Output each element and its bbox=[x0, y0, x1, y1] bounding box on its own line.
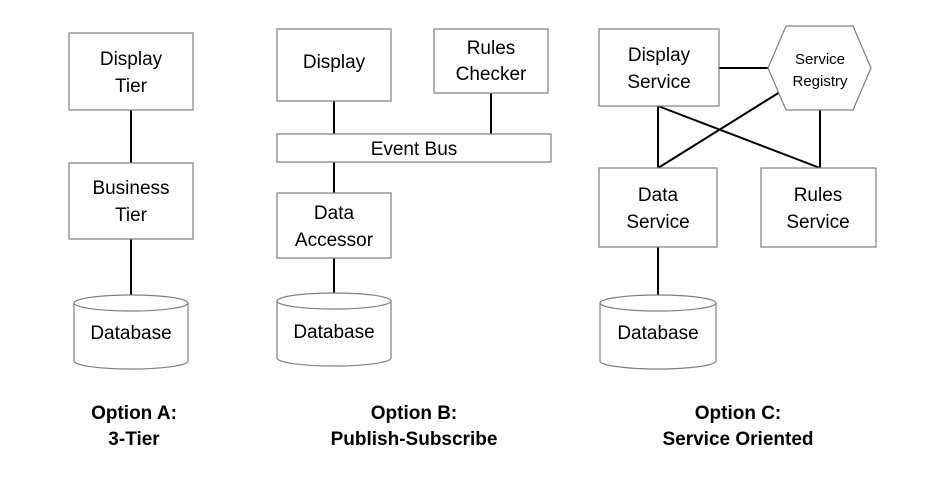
database-b-label: Database bbox=[293, 322, 374, 343]
database-c-cylinder: Database bbox=[599, 294, 717, 370]
business-tier-label-line1: Business bbox=[92, 178, 169, 199]
rules-checker-label-line1: Rules bbox=[467, 38, 516, 59]
display-tier-label-line1: Display bbox=[100, 49, 163, 70]
option-c-diagram: Display Service Service Registry Data Se… bbox=[598, 25, 877, 450]
display-service-box: Display Service bbox=[598, 28, 720, 107]
service-registry-label-line1: Service bbox=[795, 51, 845, 68]
service-registry-label-line2: Registry bbox=[792, 73, 848, 90]
option-b-caption-subtitle: Publish-Subscribe bbox=[331, 429, 498, 450]
display-tier-label-line2: Tier bbox=[115, 76, 148, 97]
option-a-caption-subtitle: 3-Tier bbox=[108, 429, 160, 450]
rules-checker-label-line2: Checker bbox=[456, 64, 527, 85]
database-b-cylinder: Database bbox=[276, 292, 392, 367]
data-accessor-label-line2: Accessor bbox=[295, 230, 374, 251]
option-b-diagram: Display Rules Checker Event Bus Data Acc… bbox=[276, 28, 552, 450]
data-service-label-line2: Service bbox=[626, 212, 689, 233]
option-a-caption-title: Option A: bbox=[91, 403, 177, 424]
display-label: Display bbox=[303, 52, 366, 73]
rules-service-label-line1: Rules bbox=[794, 185, 843, 206]
rules-service-box: Rules Service bbox=[760, 167, 877, 248]
display-service-label-line1: Display bbox=[628, 45, 691, 66]
display-box: Display bbox=[276, 28, 392, 102]
rules-service-label-line2: Service bbox=[786, 212, 849, 233]
option-a-diagram: Display Tier Business Tier Database Opti… bbox=[68, 32, 194, 450]
display-service-label-line2: Service bbox=[627, 72, 690, 93]
option-b-caption-title: Option B: bbox=[371, 403, 458, 424]
business-tier-label-line2: Tier bbox=[115, 205, 148, 226]
connector-display-rules bbox=[657, 105, 821, 169]
display-tier-box: Display Tier bbox=[68, 32, 194, 111]
rules-checker-box: Rules Checker bbox=[433, 28, 549, 94]
database-a-cylinder: Database bbox=[73, 294, 189, 370]
database-c-label: Database bbox=[617, 323, 698, 344]
data-accessor-box: Data Accessor bbox=[276, 192, 392, 259]
event-bus-box: Event Bus bbox=[276, 133, 552, 163]
event-bus-label: Event Bus bbox=[371, 139, 458, 160]
business-tier-box: Business Tier bbox=[68, 162, 194, 240]
data-service-label-line1: Data bbox=[638, 185, 679, 206]
option-c-caption-title: Option C: bbox=[695, 403, 782, 424]
database-a-label: Database bbox=[90, 323, 171, 344]
connector-data-registry bbox=[657, 91, 781, 169]
service-registry-hexagon: Service Registry bbox=[767, 25, 872, 111]
data-accessor-label-line1: Data bbox=[314, 203, 355, 224]
option-c-caption-subtitle: Service Oriented bbox=[662, 429, 813, 450]
data-service-box: Data Service bbox=[598, 167, 718, 248]
